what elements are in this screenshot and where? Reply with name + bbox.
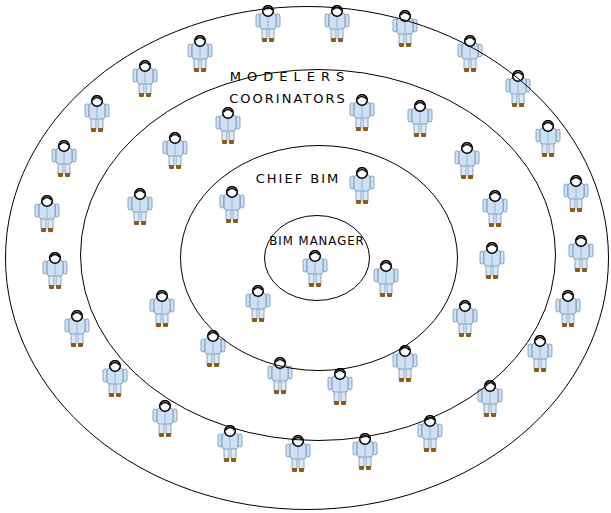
ellipse-outline [264,215,370,301]
ring-label-holder: BIM MANAGER [269,231,364,249]
outer-ring: MODELERSCOORINATORSCHIEF BIMBIM MANAGER [5,6,609,510]
center-circle: BIM MANAGER [264,215,370,301]
ring-label-holder: COORINATORS [229,89,346,107]
role-label: COORINATORS [229,91,346,106]
ring-label-holder: CHIEF BIM [256,169,340,187]
role-label: CHIEF BIM [256,171,340,186]
role-label: BIM MANAGER [269,234,364,248]
inner-ring: CHIEF BIM BIM MANAGER [180,145,458,371]
chief-bim-figures [220,168,398,322]
coordinators-figures [128,95,507,405]
ellipse-outline [80,69,556,441]
middle-ring: COORINATORS CHIEF BIM BIM MANAGER [80,69,556,441]
bim-manager-figure [303,251,327,287]
modelers-figures [35,6,593,472]
